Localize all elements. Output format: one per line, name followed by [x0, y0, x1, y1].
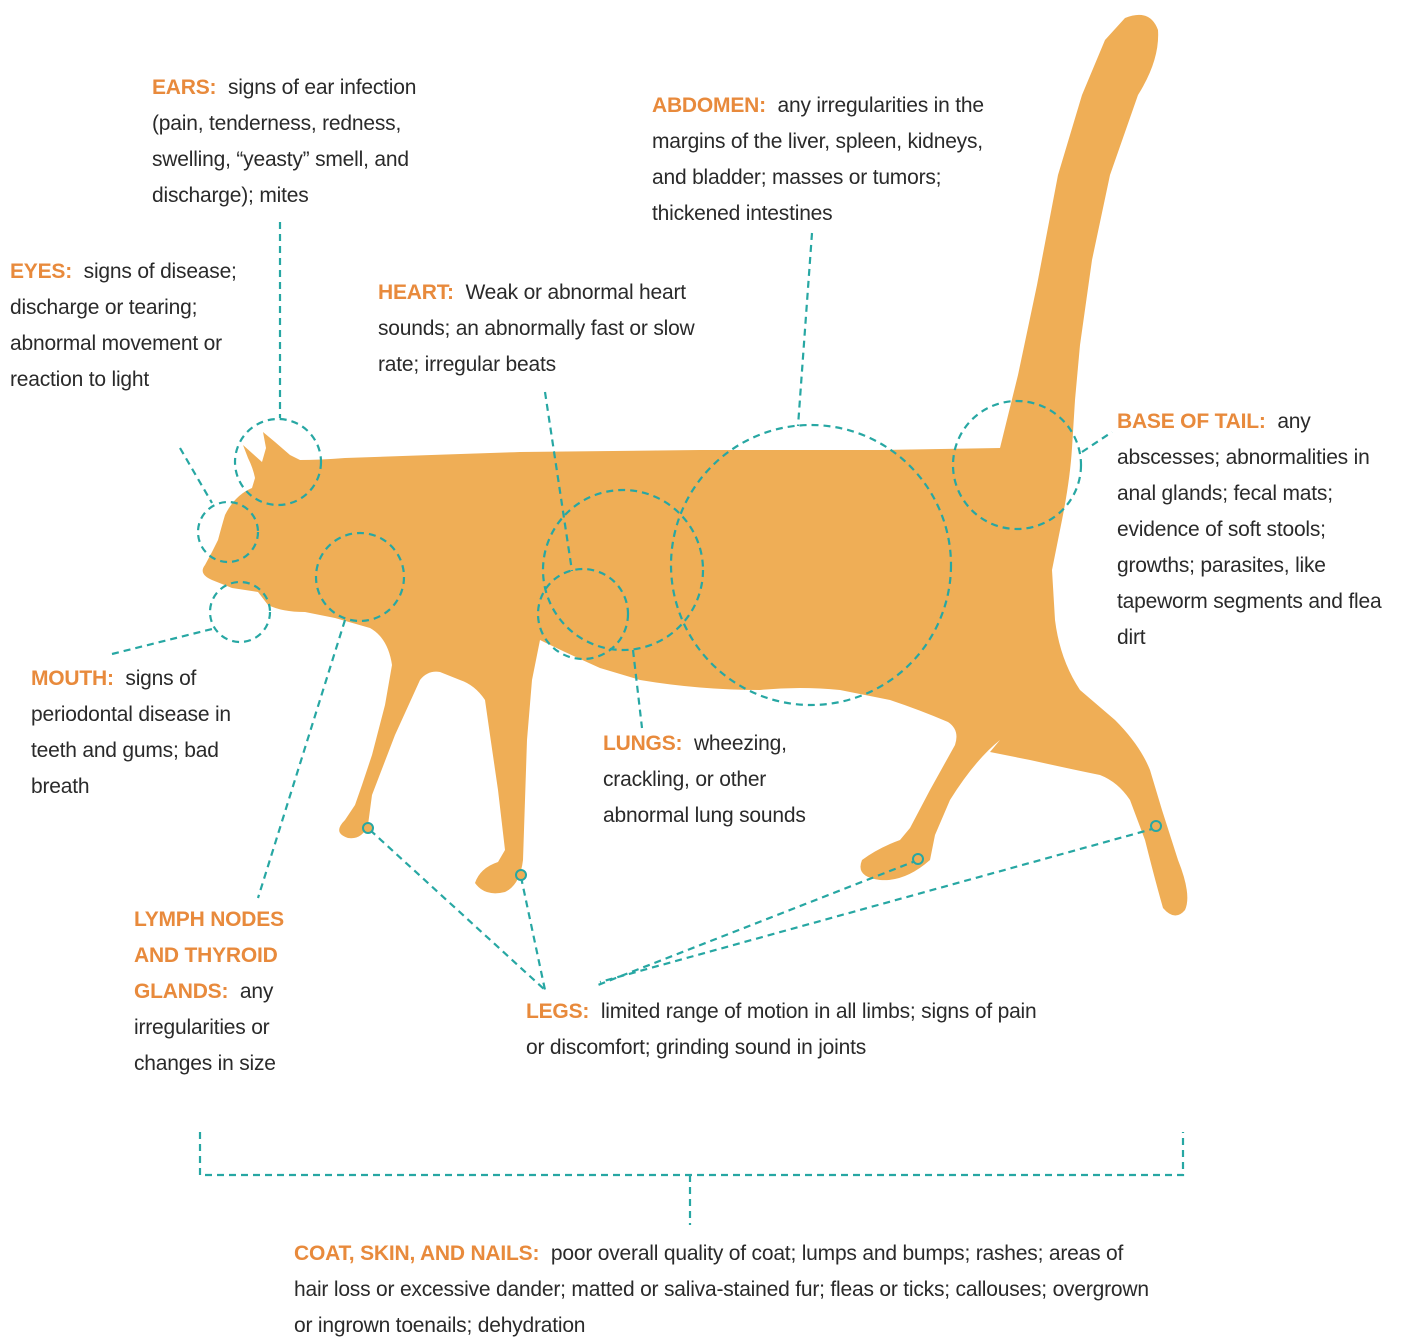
- abdomen-title: ABDOMEN:: [652, 94, 766, 117]
- ears-label: EARS: signs of ear infection (pain, tend…: [152, 70, 457, 214]
- ears-title: EARS:: [152, 76, 216, 99]
- tail-leader: [1082, 432, 1112, 452]
- abdomen-leader: [798, 233, 812, 426]
- eyes-label: EYES: signs of disease; discharge or tea…: [10, 254, 238, 398]
- mouth-title: MOUTH:: [31, 667, 114, 690]
- mouth-label: MOUTH: signs of periodontal disease in t…: [31, 661, 256, 805]
- front-left-paw-marker: [363, 823, 373, 833]
- legs-leader-2: [521, 877, 545, 990]
- eyes-title: EYES:: [10, 260, 72, 283]
- front-right-paw-marker: [516, 870, 526, 880]
- lymph-label: LYMPH NODES AND THYROID GLANDS: any irre…: [134, 902, 324, 1082]
- legs-title: LEGS:: [526, 1000, 589, 1023]
- hind-right-paw-marker: [1151, 821, 1161, 831]
- hind-left-paw-marker: [913, 854, 923, 864]
- coat-title: COAT, SKIN, AND NAILS:: [294, 1242, 539, 1265]
- eyes-leader: [180, 448, 212, 503]
- lungs-title: LUNGS:: [603, 732, 682, 755]
- mouth-leader: [112, 629, 212, 654]
- base-of-tail-label: BASE OF TAIL: any abscesses; abnormaliti…: [1117, 404, 1397, 656]
- lymph-leader: [258, 620, 345, 898]
- abdomen-label: ABDOMEN: any irregularities in the margi…: [652, 88, 1014, 232]
- heart-title: HEART:: [378, 281, 454, 304]
- heart-label: HEART: Weak or abnormal heart sounds; an…: [378, 275, 738, 383]
- base-of-tail-title: BASE OF TAIL:: [1117, 410, 1266, 433]
- legs-text: limited range of motion in all limbs; si…: [526, 1000, 1037, 1059]
- base-of-tail-text: any abscesses; abnormalities in anal gla…: [1117, 410, 1381, 649]
- lungs-label: LUNGS: wheezing, crackling, or other abn…: [603, 726, 853, 834]
- legs-leader-3: [598, 860, 918, 985]
- legs-label: LEGS: limited range of motion in all lim…: [526, 994, 1056, 1066]
- coat-bracket: [200, 1132, 1183, 1175]
- coat-label: COAT, SKIN, AND NAILS: poor overall qual…: [294, 1236, 1154, 1344]
